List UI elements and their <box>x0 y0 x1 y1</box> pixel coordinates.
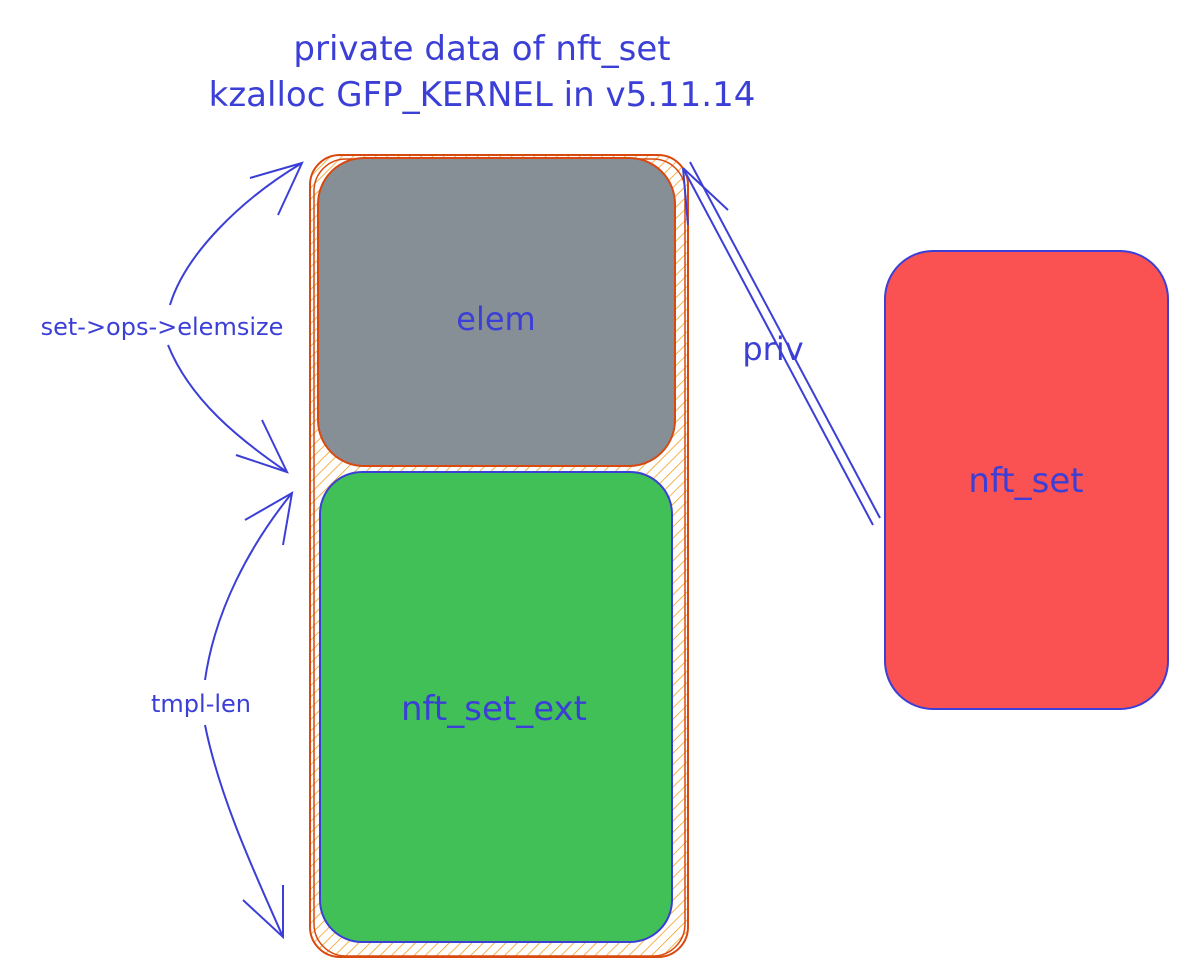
elem-block: elem <box>317 157 676 467</box>
elem-label: elem <box>456 300 535 338</box>
nft-set-block: nft_set <box>884 250 1169 710</box>
title-line-2: kzalloc GFP_KERNEL in v5.11.14 <box>209 75 756 115</box>
elemsize-arrow <box>167 161 304 474</box>
nft-set-ext-label: nft_set_ext <box>401 689 587 729</box>
nft-set-ext-block: nft_set_ext <box>319 471 673 943</box>
priv-label: priv <box>742 330 803 368</box>
elemsize-label: set->ops->elemsize <box>41 313 284 341</box>
nft-set-label: nft_set <box>968 461 1083 501</box>
priv-arrow <box>682 161 881 526</box>
tmpl-len-label: tmpl-len <box>151 690 251 718</box>
title-line-1: private data of nft_set <box>293 29 670 69</box>
tmpl-len-arrow <box>204 491 294 940</box>
